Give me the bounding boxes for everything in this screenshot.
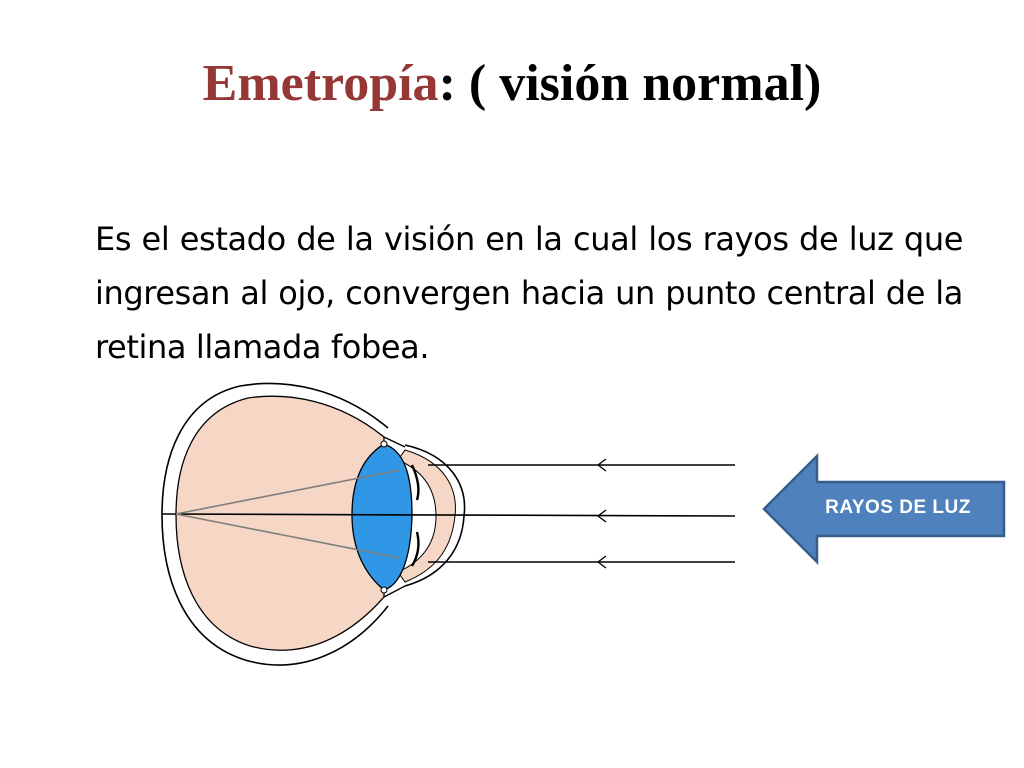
eyeball-interior bbox=[175, 395, 385, 651]
iris-lower bbox=[410, 531, 420, 567]
cornea bbox=[404, 444, 466, 587]
ray-arrowhead-top bbox=[596, 458, 607, 472]
light-rays-label: RAYOS DE LUZ bbox=[825, 497, 971, 518]
iris-upper bbox=[410, 464, 420, 501]
refracted-ray-bottom bbox=[175, 513, 401, 559]
sclera-outline bbox=[161, 382, 389, 666]
title-rest: : ( visión normal) bbox=[438, 55, 822, 112]
definition-paragraph: Es el estado de la visión en la cual los… bbox=[95, 220, 963, 366]
anterior-chamber bbox=[397, 449, 456, 583]
title-accent-word: Emetropía bbox=[202, 55, 439, 112]
light-rays-arrow bbox=[762, 452, 1006, 566]
slide-title: Emetropía: ( visión normal) bbox=[0, 52, 1024, 116]
ray-arrowhead-middle bbox=[596, 509, 607, 523]
ray-arrowhead-bottom bbox=[596, 555, 607, 569]
light-ray-middle bbox=[161, 513, 736, 517]
refracted-ray-top bbox=[175, 469, 401, 515]
